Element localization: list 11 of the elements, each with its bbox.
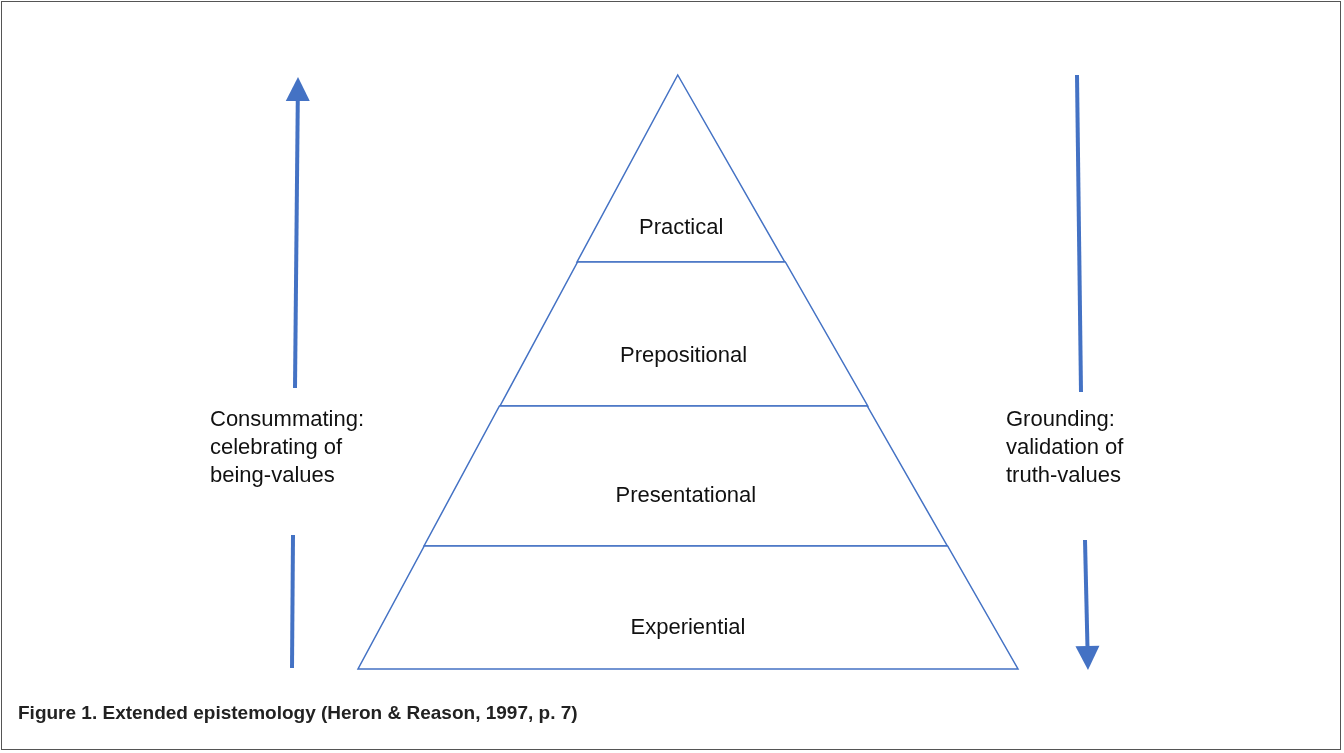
pyramid-tier bbox=[358, 546, 1018, 669]
side-label: Grounding: validation of truth-values bbox=[1006, 405, 1125, 489]
tier-label: Experiential bbox=[629, 614, 747, 640]
pyramid-tier bbox=[424, 406, 948, 546]
pyramid-apex bbox=[577, 75, 785, 262]
tier-label: Prepositional bbox=[618, 342, 749, 368]
pyramid-tier bbox=[499, 262, 868, 406]
tier-label: Presentational bbox=[614, 482, 758, 508]
tier-label: Practical bbox=[637, 214, 725, 240]
side-label: Consummating: celebrating of being-values bbox=[210, 405, 366, 489]
figure-caption: Figure 1. Extended epistemology (Heron & Reason, 1997, p. 7) bbox=[18, 702, 578, 724]
